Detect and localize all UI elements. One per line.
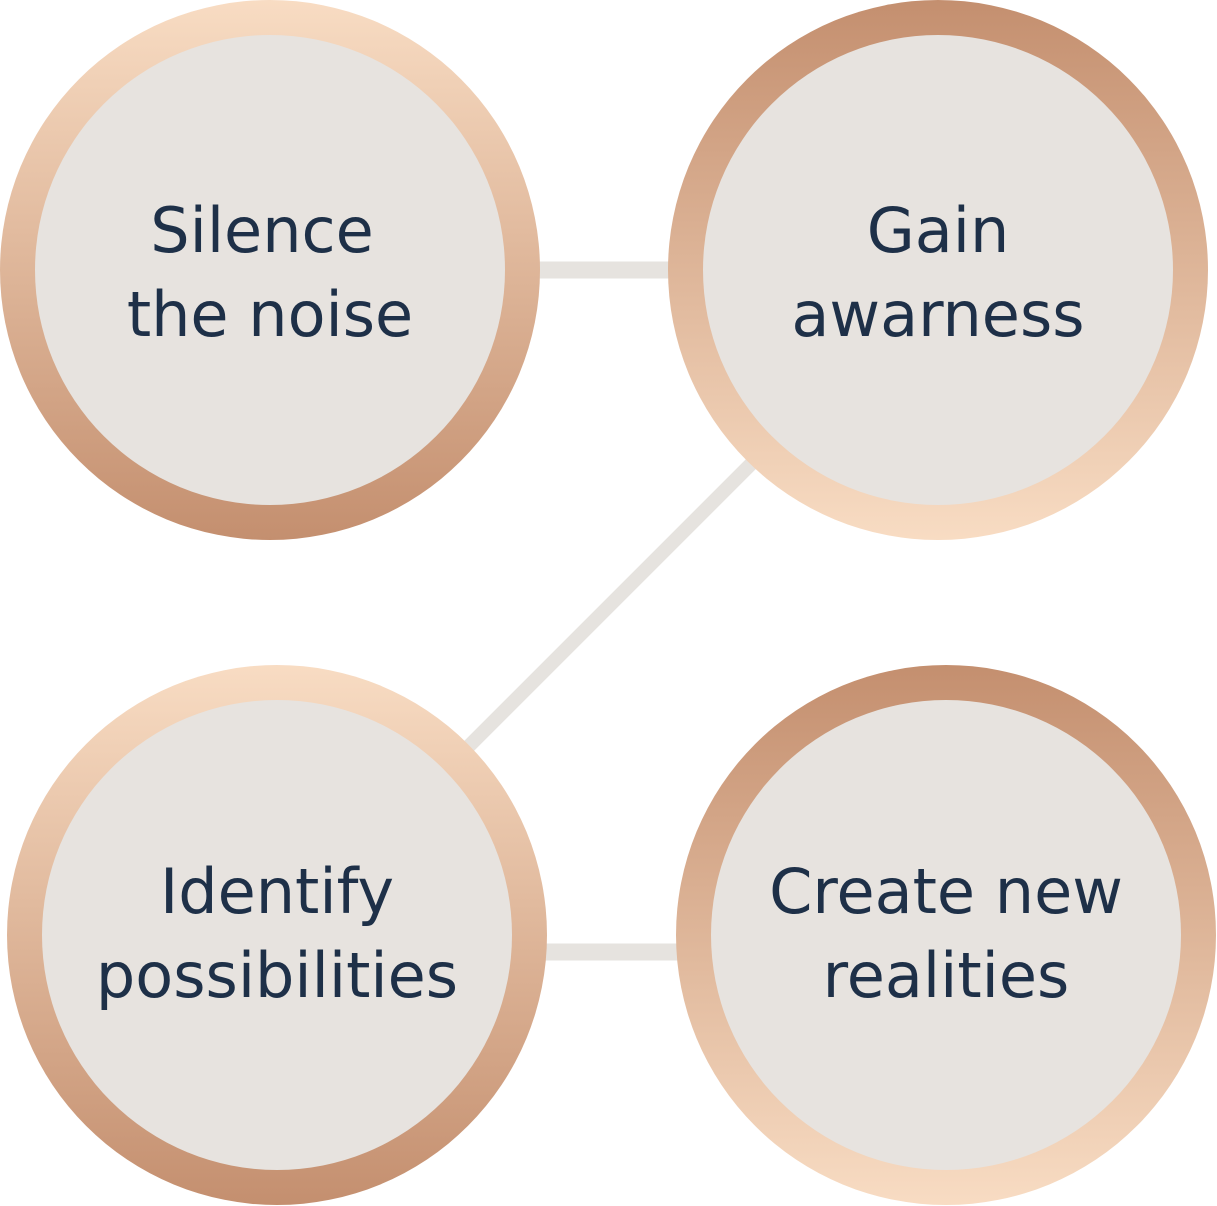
node-label-line-1: Identify	[160, 855, 394, 928]
node-create-new-realities[interactable]: Create new realities	[676, 665, 1216, 1205]
node-label-line-1: Silence	[150, 194, 373, 267]
connector-gain-identify	[425, 420, 795, 790]
node-fill	[42, 700, 512, 1170]
node-silence-the-noise[interactable]: Silence the noise	[0, 0, 540, 540]
node-identify-possibilities[interactable]: Identify possibilities	[7, 665, 547, 1205]
node-label-line-2: the noise	[127, 278, 413, 351]
node-fill	[703, 35, 1173, 505]
node-gain-awarness[interactable]: Gain awarness	[668, 0, 1208, 540]
node-fill	[35, 35, 505, 505]
node-label-line-2: realities	[823, 939, 1070, 1012]
connectors	[425, 261, 795, 961]
node-label-line-1: Create new	[769, 855, 1123, 928]
node-label-line-2: possibilities	[96, 939, 458, 1012]
node-label-line-1: Gain	[867, 194, 1010, 267]
node-fill	[711, 700, 1181, 1170]
node-label-line-2: awarness	[791, 278, 1084, 351]
